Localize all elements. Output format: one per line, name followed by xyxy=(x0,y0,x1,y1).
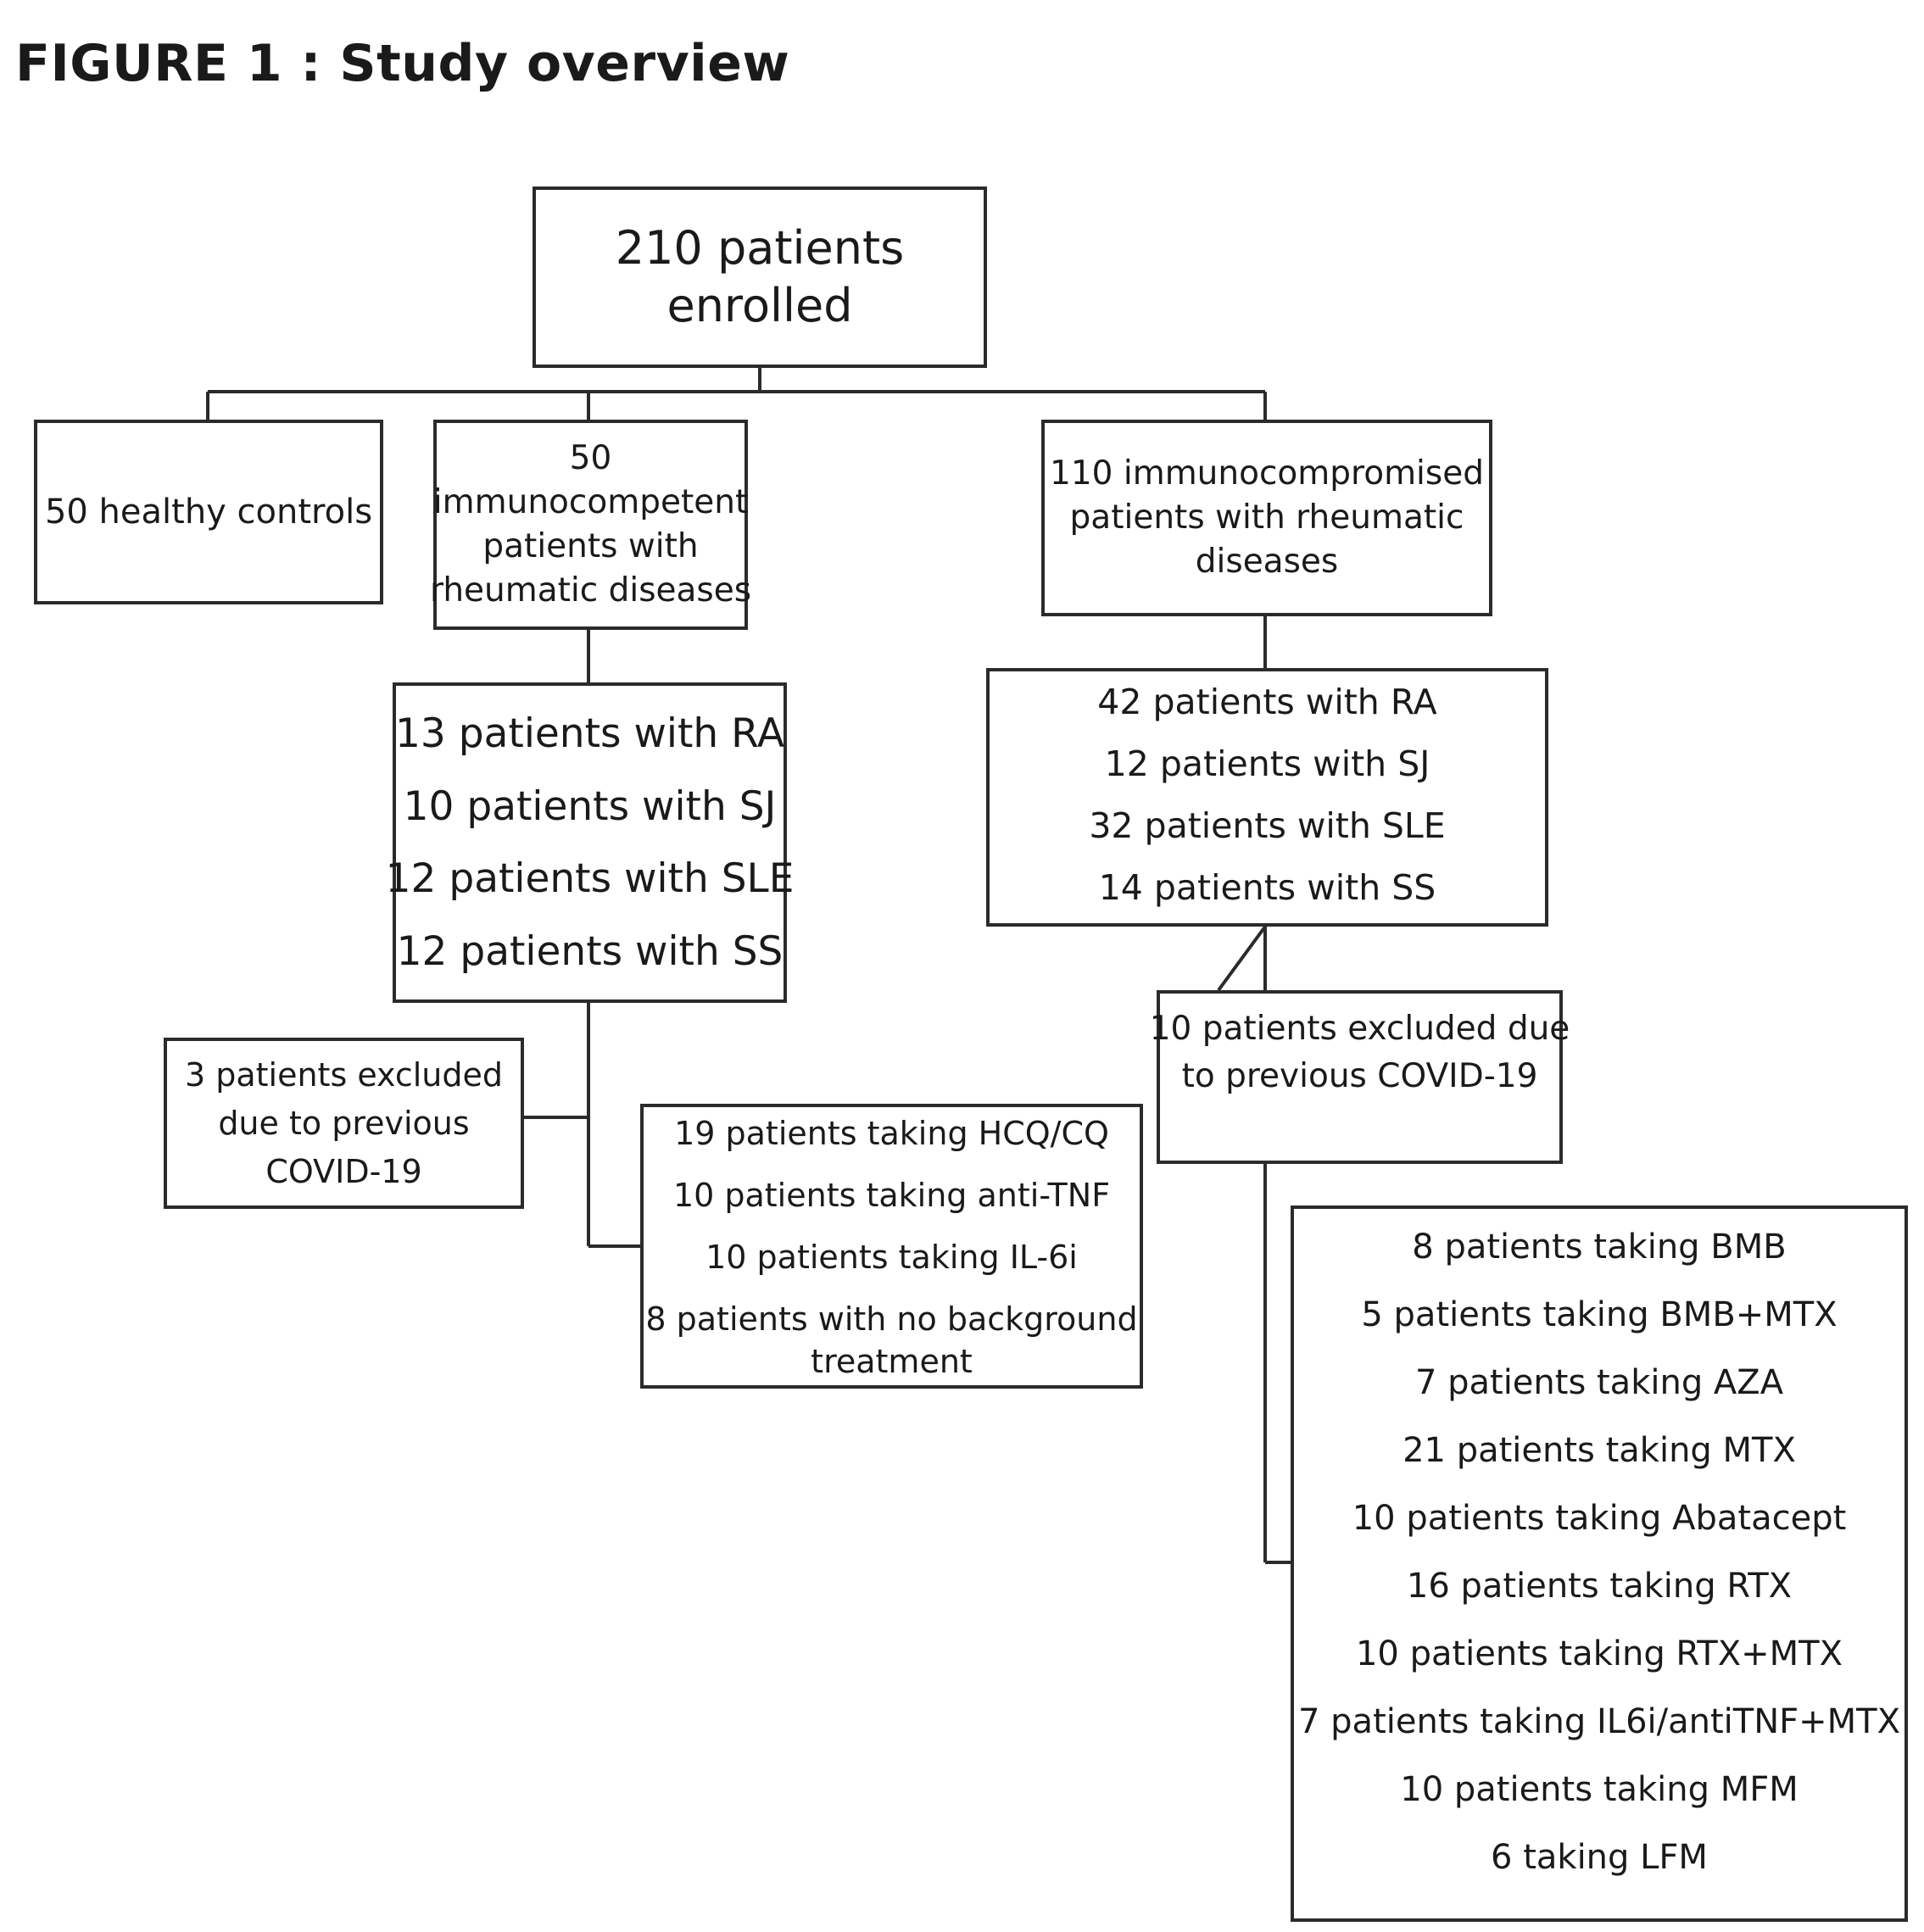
title-separator: : xyxy=(282,34,340,93)
immunocompromised-line: patients with rheumatic xyxy=(1069,498,1464,537)
enrolled-line: enrolled xyxy=(666,279,853,332)
treatment-item: 8 patients taking BMB xyxy=(1412,1228,1787,1267)
exclusion-line: 10 patients excluded due xyxy=(1149,1010,1570,1048)
figure-title: FIGURE 1 : Study overview xyxy=(15,34,789,93)
treatment-item: 21 patients taking MTX xyxy=(1403,1431,1796,1470)
diagnosis-item: 12 patients with SLE xyxy=(385,855,795,903)
immunocompetent-diagnoses-box: 13 patients with RA 10 patients with SJ … xyxy=(386,682,794,1003)
diagnosis-item: 10 patients with SJ xyxy=(403,782,777,830)
treatment-item: 6 taking LFM xyxy=(1491,1838,1708,1877)
enrolled-box: 210 patients enrolled xyxy=(533,187,987,368)
immunocompetent-line: 50 xyxy=(569,439,612,477)
treatment-item: 8 patients with no background treatment xyxy=(645,1300,1138,1380)
treatment-item: 19 patients taking HCQ/CQ xyxy=(674,1115,1109,1152)
healthy-controls-line: 50 healthy controls xyxy=(44,493,373,532)
excluded-immunocompromised-box: 10 patients excluded due to previous COV… xyxy=(1150,990,1570,1164)
immunocompromised-line: 110 immunocompromised xyxy=(1050,454,1484,493)
exclusion-line: 3 patients excluded xyxy=(184,1055,504,1094)
immunocompromised-treatments-box: 8 patients taking BMB 5 patients taking … xyxy=(1291,1205,1908,1922)
enrolled-line: 210 patients xyxy=(615,221,905,275)
diagnosis-item: 14 patients with SS xyxy=(1098,866,1436,908)
treatment-item: 10 patients taking MFM xyxy=(1400,1770,1799,1809)
diagnosis-item: 42 patients with RA xyxy=(1097,682,1437,723)
exclusion-line: due to previous xyxy=(218,1104,470,1142)
diagnosis-item: 13 patients with RA xyxy=(395,710,784,758)
diagnosis-item: 12 patients with SS xyxy=(396,927,784,975)
treatment-item: 10 patients taking IL-6i xyxy=(705,1239,1078,1276)
treatment-item: 7 patients taking IL6i/antiTNF+MTX xyxy=(1298,1702,1900,1741)
immunocompromised-line: diseases xyxy=(1195,543,1339,581)
treatment-item: 10 patients taking Abatacept xyxy=(1352,1499,1847,1538)
diagnosis-item: 12 patients with SJ xyxy=(1104,743,1430,785)
figure-label: FIGURE 1 xyxy=(15,34,283,93)
immunocompetent-line: rheumatic diseases xyxy=(429,571,752,610)
diagnosis-item: 32 patients with SLE xyxy=(1089,805,1446,846)
exclusion-line: COVID-19 xyxy=(265,1152,422,1190)
healthy-controls-box: 50 healthy controls xyxy=(34,420,383,604)
excluded-immunocompetent-box: 3 patients excluded due to previous COVI… xyxy=(164,1038,524,1209)
treatment-item: 7 patients taking AZA xyxy=(1414,1363,1784,1402)
immunocompetent-treatments-box: 19 patients taking HCQ/CQ 10 patients ta… xyxy=(640,1104,1143,1389)
connector-to-excluded-right xyxy=(1217,925,1267,992)
figure-subtitle: Study overview xyxy=(339,34,790,93)
immunocompetent-line: patients with xyxy=(482,527,699,565)
immunocompromised-box: 110 immunocompromised patients with rheu… xyxy=(1041,420,1492,616)
immunocompetent-line: immunocompetent xyxy=(432,483,749,521)
immunocompromised-diagnoses-box: 42 patients with RA 12 patients with SJ … xyxy=(986,668,1548,927)
treatment-item: 16 patients taking RTX xyxy=(1406,1567,1793,1606)
treatment-item: 10 patients taking RTX+MTX xyxy=(1355,1634,1843,1673)
treatment-item: 5 patients taking BMB+MTX xyxy=(1361,1295,1838,1334)
immunocompetent-box: 50 immunocompetent patients with rheumat… xyxy=(429,420,752,630)
exclusion-line: to previous COVID-19 xyxy=(1181,1057,1538,1095)
treatment-item: 10 patients taking anti-TNF xyxy=(672,1177,1111,1214)
